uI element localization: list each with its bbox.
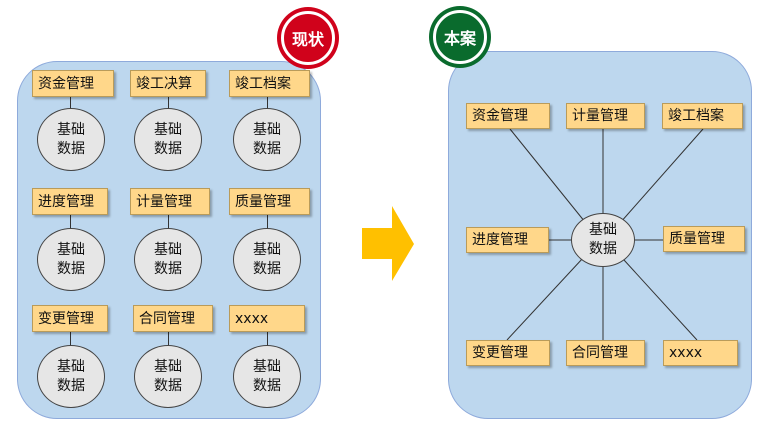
connector-line <box>168 97 169 109</box>
module-label: 计量管理 <box>572 108 628 124</box>
base-data-line: 基础 <box>57 358 85 375</box>
connector-line <box>70 332 71 346</box>
module-box: 竣工档案 <box>229 70 310 97</box>
module-box: 竣工档案 <box>662 103 743 129</box>
hub-line: 基础 <box>589 222 617 238</box>
shared-base-data-hub: 基础 数据 <box>571 213 635 267</box>
module-box: 计量管理 <box>566 103 645 129</box>
module-label: 合同管理 <box>139 310 195 327</box>
spoke-line <box>619 128 704 224</box>
base-data-line: 数据 <box>57 260 85 277</box>
module-label: xxxx <box>235 310 269 327</box>
base-data-node: 基础 数据 <box>134 345 202 408</box>
connector-line <box>267 215 268 229</box>
module-box: xxxx <box>663 340 738 366</box>
base-data-node: 基础 数据 <box>233 108 301 171</box>
module-box: xxxx <box>229 305 305 332</box>
spoke-line <box>506 257 584 341</box>
module-label: 竣工档案 <box>235 75 291 92</box>
module-box: 进度管理 <box>466 227 549 253</box>
module-box: 变更管理 <box>466 340 550 366</box>
arrow-icon <box>362 206 414 281</box>
spoke-line <box>623 259 698 341</box>
base-data-line: 数据 <box>253 377 281 394</box>
base-data-line: 基础 <box>253 358 281 375</box>
module-label: 资金管理 <box>38 75 94 92</box>
base-data-node: 基础 数据 <box>37 108 105 171</box>
base-data-line: 基础 <box>154 358 182 375</box>
module-label: 质量管理 <box>669 231 725 247</box>
connector-line <box>168 215 169 229</box>
base-data-node: 基础 数据 <box>134 108 202 171</box>
module-label: 计量管理 <box>136 193 192 210</box>
base-data-line: 数据 <box>57 377 85 394</box>
base-data-line: 基础 <box>253 121 281 138</box>
base-data-node: 基础 数据 <box>37 228 105 291</box>
module-label: 变更管理 <box>472 345 528 361</box>
current-state-badge: 现状 <box>277 7 339 69</box>
base-data-node: 基础 数据 <box>233 228 301 291</box>
connector-line <box>267 332 268 346</box>
connector-line <box>267 97 268 109</box>
badge-ring: 现状 <box>281 11 335 65</box>
base-data-line: 基础 <box>154 241 182 258</box>
proposal-badge: 本案 <box>429 6 491 68</box>
connector-line <box>168 332 169 346</box>
module-box: 合同管理 <box>133 305 213 332</box>
module-box: 质量管理 <box>663 226 745 252</box>
connector-line <box>70 215 71 229</box>
module-label: 变更管理 <box>38 310 94 327</box>
module-label: xxxx <box>669 345 703 361</box>
connector-line <box>70 97 71 109</box>
spoke-line <box>509 128 586 223</box>
base-data-line: 数据 <box>253 260 281 277</box>
base-data-node: 基础 数据 <box>37 345 105 408</box>
module-label: 进度管理 <box>38 193 94 210</box>
base-data-line: 基础 <box>253 241 281 258</box>
base-data-line: 基础 <box>154 121 182 138</box>
module-box: 进度管理 <box>32 188 108 215</box>
badge-label: 本案 <box>443 29 476 48</box>
module-box: 变更管理 <box>32 305 108 332</box>
base-data-line: 数据 <box>253 140 281 157</box>
module-label: 合同管理 <box>572 345 628 361</box>
module-box: 合同管理 <box>566 340 645 366</box>
base-data-line: 数据 <box>154 140 182 157</box>
badge-label: 现状 <box>291 30 324 49</box>
base-data-node: 基础 数据 <box>134 228 202 291</box>
module-box: 资金管理 <box>466 103 550 129</box>
base-data-line: 基础 <box>57 241 85 258</box>
module-box: 计量管理 <box>130 188 210 215</box>
module-label: 质量管理 <box>235 193 291 210</box>
base-data-line: 基础 <box>57 121 85 138</box>
module-label: 资金管理 <box>472 108 528 124</box>
base-data-line: 数据 <box>57 140 85 157</box>
hub-line: 数据 <box>589 241 617 257</box>
badge-ring: 本案 <box>433 10 487 64</box>
module-box: 资金管理 <box>32 70 114 97</box>
module-box: 竣工决算 <box>130 70 206 97</box>
base-data-line: 数据 <box>154 260 182 277</box>
module-label: 进度管理 <box>472 232 528 248</box>
module-label: 竣工决算 <box>136 75 192 92</box>
module-box: 质量管理 <box>229 188 310 215</box>
base-data-line: 数据 <box>154 377 182 394</box>
base-data-node: 基础 数据 <box>233 345 301 408</box>
module-label: 竣工档案 <box>668 108 724 124</box>
